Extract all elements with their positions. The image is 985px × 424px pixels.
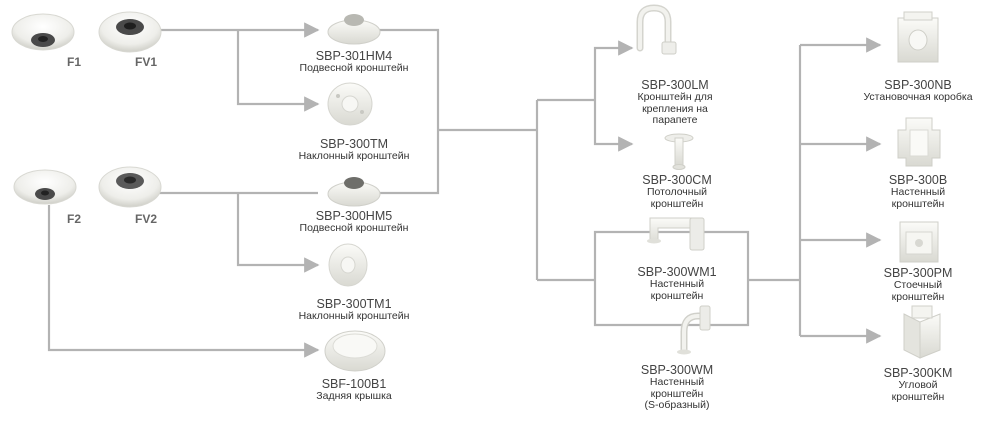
connector-lines [49, 30, 880, 350]
sbp300pm-image [900, 222, 938, 262]
model-description: Настенный [637, 279, 716, 291]
sbp300wm-image [677, 306, 710, 355]
camera-f1-image [12, 14, 74, 50]
model-description: Угловой [884, 380, 953, 392]
camera-f2-image [14, 170, 76, 204]
model-description: Подвесной кронштейн [300, 223, 409, 235]
model-description: кронштейн [884, 292, 953, 304]
sbp300hm5-image [328, 177, 380, 206]
camera-label-f2: F2 [67, 212, 81, 226]
model-description: Настенный [641, 377, 713, 389]
model-description: Установочная коробка [863, 92, 972, 104]
sbp300nb-image [898, 12, 938, 62]
model-description: Кронштейн для [637, 92, 712, 104]
sbp300lm-image [640, 8, 676, 54]
model-name: SBF-100B1 [316, 377, 391, 391]
line-to-sbp300lm [595, 48, 632, 100]
model-name: SBP-300KM [884, 366, 953, 380]
model-name: SBP-300TM1 [299, 297, 410, 311]
line-to-sbp300cm [595, 100, 632, 144]
model-description: кронштейн [884, 392, 953, 404]
camera-fv2-image [99, 167, 161, 207]
sbp300km-image [904, 306, 940, 358]
product-label-sbp300hm5: SBP-300HM5 Подвесной кронштейн [300, 209, 409, 235]
model-name: SBP-300CM [642, 173, 711, 187]
model-name: SBP-300TM [299, 137, 410, 151]
model-description: Потолочный [642, 187, 711, 199]
camera-label-fv2: FV2 [135, 212, 157, 226]
sbp300tm-image [328, 83, 372, 125]
product-label-sbp300cm: SBP-300CM Потолочный кронштейн [642, 173, 711, 210]
model-description: Подвесной кронштейн [300, 63, 409, 75]
sbp300tm1-image [329, 244, 367, 286]
model-description: (S-образный) [641, 400, 713, 412]
product-label-sbp301hm4: SBP-301HM4 Подвесной кронштейн [300, 49, 409, 75]
model-description: Стоечный [884, 280, 953, 292]
product-label-sbf100b1: SBF-100B1 Задняя крышка [316, 377, 391, 403]
model-name: SBP-300NB [863, 78, 972, 92]
model-description: Наклонный кронштейн [299, 151, 410, 163]
product-label-sbp300pm: SBP-300PM Стоечный кронштейн [884, 266, 953, 303]
sbp301hm4-image [328, 14, 380, 44]
model-name: SBP-300B [889, 173, 947, 187]
model-name: SBP-300HM5 [300, 209, 409, 223]
product-label-sbp300b: SBP-300B Настенный кронштейн [889, 173, 947, 210]
model-name: SBP-300WM [641, 363, 713, 377]
sbp300b-image [898, 118, 940, 166]
product-label-sbp300tm: SBP-300TM Наклонный кронштейн [299, 137, 410, 163]
model-name: SBP-300WM1 [637, 265, 716, 279]
sbp300cm-image [665, 134, 693, 170]
model-name: SBP-300PM [884, 266, 953, 280]
model-description: Наклонный кронштейн [299, 311, 410, 323]
product-label-sbp300tm1: SBP-300TM1 Наклонный кронштейн [299, 297, 410, 323]
product-label-sbp300lm: SBP-300LM Кронштейн для крепления на пар… [637, 78, 712, 127]
model-description: кронштейн [637, 291, 716, 303]
sbf100b1-image [325, 331, 385, 371]
model-description: кронштейн [642, 199, 711, 211]
product-label-sbp300wm1: SBP-300WM1 Настенный кронштейн [637, 265, 716, 302]
model-description: кронштейн [889, 199, 947, 211]
model-name: SBP-301HM4 [300, 49, 409, 63]
camera-label-f1: F1 [67, 55, 81, 69]
camera-fv1-image [99, 12, 161, 52]
model-description: Настенный [889, 187, 947, 199]
model-name: SBP-300LM [637, 78, 712, 92]
product-label-sbp300km: SBP-300KM Угловой кронштейн [884, 366, 953, 403]
product-label-sbp300wm: SBP-300WM Настенный кронштейн (S-образны… [641, 363, 713, 412]
model-description: парапете [637, 115, 712, 127]
model-description: Задняя крышка [316, 391, 391, 403]
product-label-sbp300nb: SBP-300NB Установочная коробка [863, 78, 972, 104]
camera-label-fv1: FV1 [135, 55, 157, 69]
line-f2-to-sbf100b1 [49, 205, 318, 350]
sbp300wm1-image [647, 218, 704, 250]
